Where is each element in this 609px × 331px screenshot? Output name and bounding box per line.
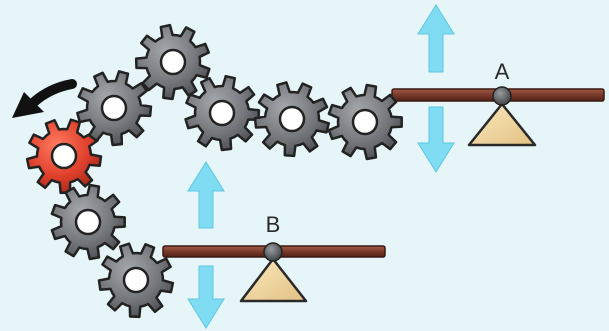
gear-upper-4-icon — [255, 82, 329, 156]
rotation-arrow-icon — [12, 84, 72, 118]
fulcrum-triangle-icon-a — [469, 104, 535, 145]
gear-lower-1-icon — [52, 185, 125, 259]
fulcrum-triangle-icon-b — [241, 259, 306, 301]
pivot-icon-a — [493, 87, 511, 105]
lever-b: B — [163, 212, 385, 301]
gear-lower-2-icon — [99, 244, 173, 317]
label-a: A — [495, 59, 510, 84]
label-b: B — [266, 212, 281, 237]
gear-upper-5-icon — [329, 85, 402, 159]
pivot-icon-b — [264, 243, 282, 261]
gear-train — [27, 25, 402, 317]
gear-upper-2-icon — [136, 25, 209, 99]
up-down-arrow-icon-b — [188, 162, 224, 328]
red-drive-gear-icon — [27, 120, 101, 193]
gear-upper-3-icon — [186, 76, 259, 150]
lever-a: A — [392, 59, 604, 145]
